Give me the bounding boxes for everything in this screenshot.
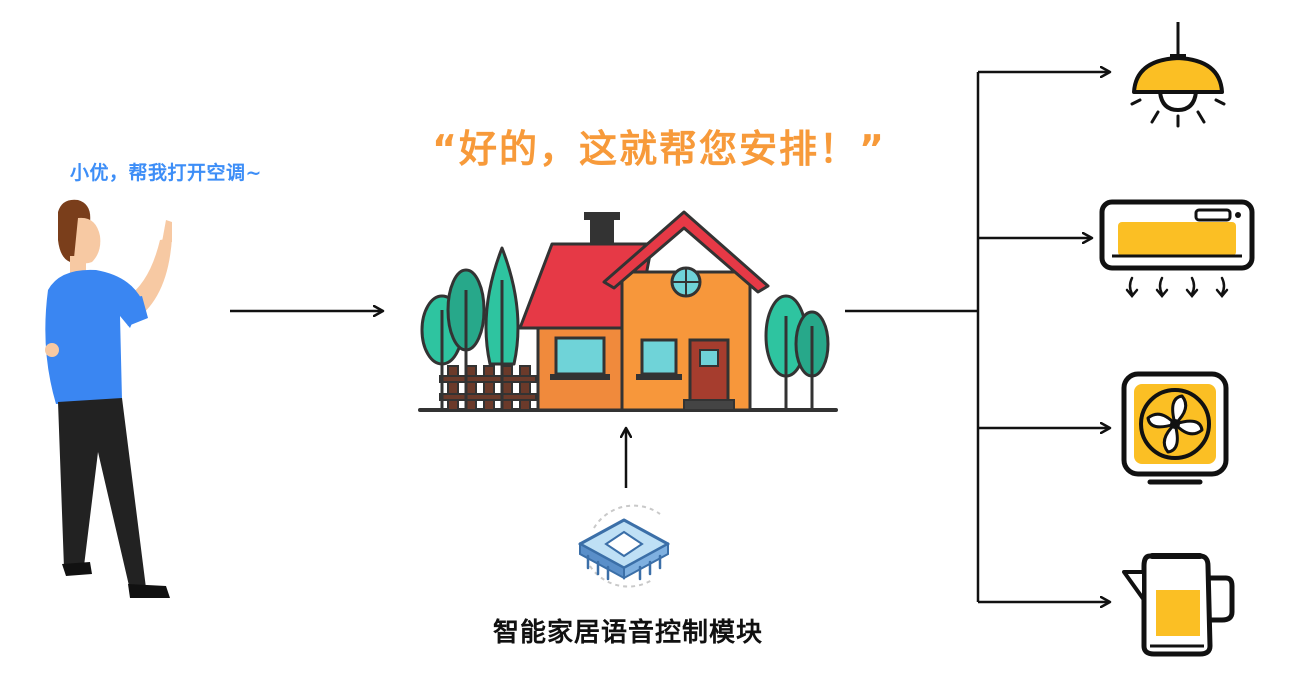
reply-text: “好的，这就帮您安排！” (432, 127, 886, 171)
kettle-icon (1122, 553, 1235, 657)
device-connectors (845, 72, 1110, 602)
user-speech-text: 小优，帮我打开空调~ (70, 162, 262, 184)
fan-icon (1121, 371, 1229, 485)
person-pointing-icon (45, 199, 172, 598)
house-icon (418, 210, 838, 412)
air-conditioner-icon (1099, 199, 1255, 298)
module-label: 智能家居语音控制模块 (493, 618, 764, 648)
ceiling-lamp-icon (1130, 22, 1226, 128)
chip-icon (578, 504, 670, 588)
